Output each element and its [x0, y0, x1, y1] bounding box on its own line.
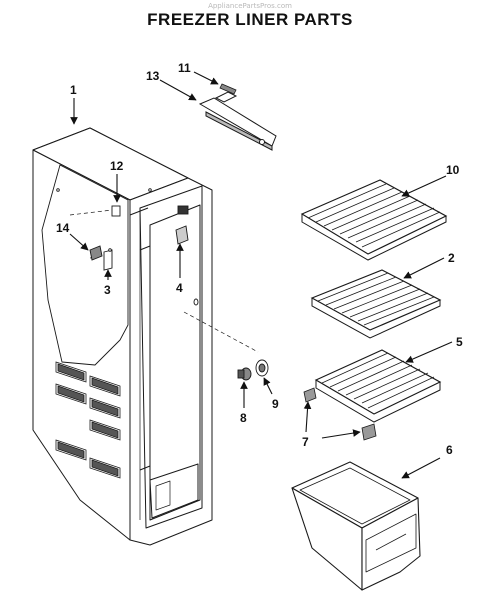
leader-7b — [321, 429, 361, 439]
freezer-liner — [32, 127, 213, 546]
leader-13 — [159, 79, 197, 101]
callout-3: 3 — [104, 283, 111, 297]
top-shelf — [300, 179, 448, 261]
diagram-title: FREEZER LINER PARTS — [147, 10, 353, 29]
callout-10: 10 — [446, 163, 460, 177]
leader-2 — [403, 257, 445, 279]
callout-1: 1 — [70, 83, 77, 97]
leader-lines — [69, 71, 453, 479]
liner-vents — [55, 361, 121, 479]
callout-11: 11 — [178, 61, 191, 75]
screw — [219, 83, 237, 95]
callout-7: 7 — [302, 435, 309, 449]
leader-5 — [405, 341, 453, 363]
bottom-shelf — [314, 349, 442, 423]
callout-6: 6 — [446, 443, 453, 457]
light-bulb — [237, 367, 252, 381]
liner-components — [56, 188, 199, 306]
callout-14: 14 — [56, 221, 70, 235]
callout-13: 13 — [146, 69, 160, 83]
bin — [291, 461, 421, 591]
callout-9: 9 — [272, 397, 279, 411]
callout-8: 8 — [240, 411, 247, 425]
leader-9 — [263, 377, 273, 395]
leader-6 — [401, 457, 441, 479]
leader-10 — [401, 175, 447, 197]
watermark: AppliancePartsPros.com — [208, 2, 292, 10]
callout-5: 5 — [456, 335, 463, 349]
callout-12: 12 — [110, 159, 124, 173]
rail — [198, 91, 277, 151]
light-socket — [255, 359, 269, 377]
leader-7a — [303, 401, 312, 433]
callout-labels: 1 2 3 4 5 6 7 8 9 10 11 12 13 14 — [56, 61, 463, 457]
shelf-stops — [303, 387, 377, 441]
leader-14 — [69, 233, 89, 251]
callout-2: 2 — [448, 251, 455, 265]
leader-11 — [193, 71, 219, 85]
callout-4: 4 — [176, 281, 183, 295]
middle-shelf — [310, 269, 442, 339]
